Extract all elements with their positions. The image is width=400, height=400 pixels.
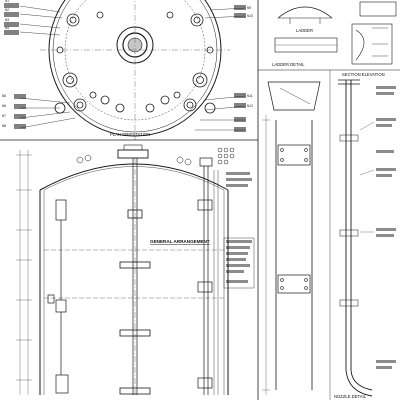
- nozzle-tag: N1: [5, 0, 9, 3]
- plan-title: PLAN ORIENTATION: [110, 132, 150, 137]
- nozzle-tag: N5: [2, 94, 6, 98]
- section-title: SECTION ELEVATION: [342, 72, 385, 77]
- nozzle-tag: N6: [2, 104, 6, 108]
- plan-label-blocks: [4, 3, 246, 132]
- nozzle-tag: N2: [5, 8, 9, 12]
- nozzle-tag: N12: [247, 104, 253, 108]
- top-right-details: LADDER: [274, 1, 397, 65]
- nozzle-tag: N3: [5, 18, 9, 22]
- ladder-title: LADDER: [296, 28, 313, 33]
- elevation-reference-lines: [44, 249, 224, 299]
- left-supports: [47, 199, 69, 394]
- nozzle-tag: N9: [247, 6, 251, 10]
- top-nozzle-cluster: [76, 147, 235, 166]
- main-elevation-title: GENERAL ARRANGEMENT: [150, 239, 210, 244]
- nozzle-detail-title: NOZZLE DETAIL: [334, 394, 367, 399]
- nozzle-tags: N1 N2 N3 N4 N5 N6 N7 N8 N9 N10 N11 N12: [2, 0, 253, 128]
- right-piping: [197, 157, 219, 395]
- nozzle-tag: N4: [5, 26, 9, 30]
- ladder-view: LADDER DETAIL: [262, 62, 321, 395]
- plan-nozzles: [54, 11, 216, 114]
- shaft-couplings: [119, 209, 151, 395]
- main-elevation: GENERAL ARRANGEMENT: [16, 144, 255, 395]
- plan-view: PLAN ORIENTATION: [4, 0, 246, 140]
- nozzle-tag: N8: [2, 124, 6, 128]
- plan-leaders-left: [19, 5, 76, 129]
- section-notes: [376, 86, 396, 369]
- nozzle-tag: N11: [247, 94, 253, 98]
- notes-blocks: [226, 172, 252, 283]
- left-dimensions: [16, 150, 32, 395]
- ladder-detail-title: LADDER DETAIL: [272, 62, 305, 67]
- nozzle-tag: N7: [2, 114, 6, 118]
- section-view: SECTION ELEVATION NOZZLE DETAIL: [334, 72, 396, 399]
- nozzle-tag: N10: [247, 14, 253, 18]
